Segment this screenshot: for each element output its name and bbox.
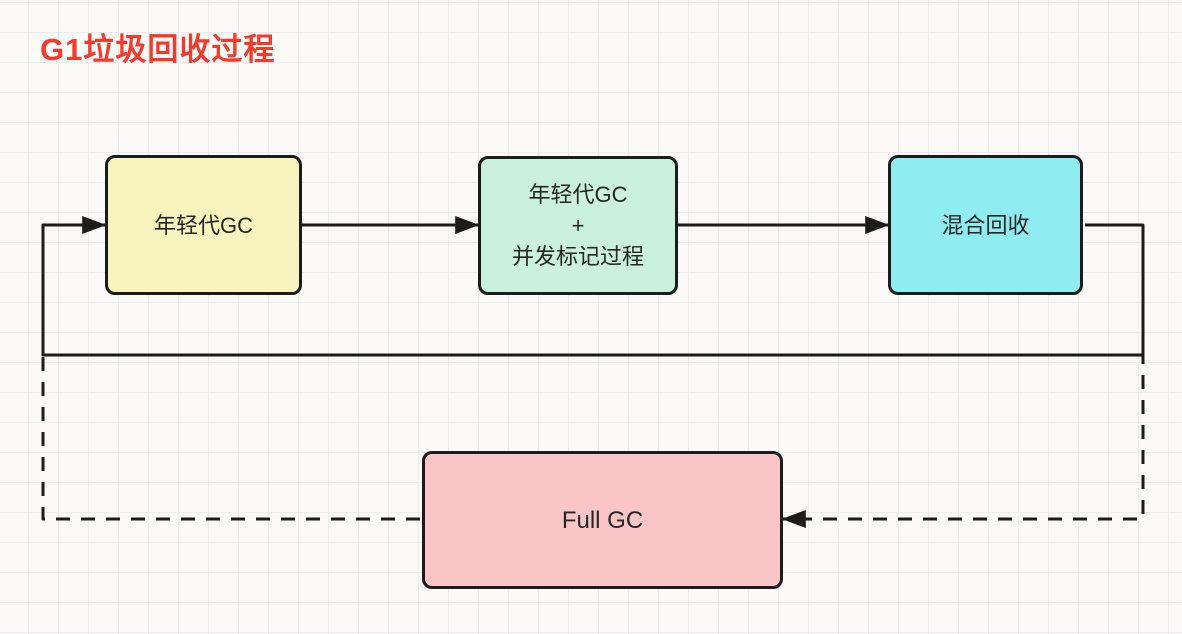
node-young-gc-concurrent-mark: 年轻代GC + 并发标记过程 — [478, 156, 678, 295]
node-young-gc: 年轻代GC — [105, 155, 302, 295]
edge-fullgc-to-loop-dashed — [41, 357, 422, 521]
node-mixed-collection-label: 混合回收 — [941, 212, 1030, 238]
node-full-gc-label: Full GC — [561, 506, 644, 534]
edge-mixed-to-young-loop — [41, 216, 1145, 357]
node-mixed-collection: 混合回收 — [888, 155, 1083, 295]
node-full-gc: Full GC — [422, 451, 783, 589]
edge-mixed-to-fullgc-dashed — [781, 225, 1145, 528]
node-young-gc-label: 年轻代GC — [153, 212, 253, 238]
diagram-title: G1垃圾回收过程 — [40, 32, 276, 67]
node-young-gc-concurrent-mark-label: 年轻代GC + 并发标记过程 — [511, 182, 644, 269]
